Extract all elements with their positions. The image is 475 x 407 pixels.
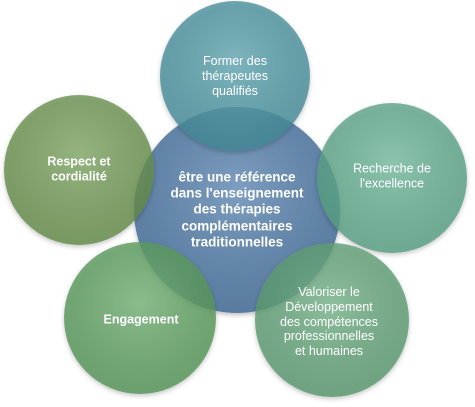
petal-label-top: Former des thérapeutes qualifiés [201,53,269,98]
petal-circle-bottom-left-shade [64,242,216,394]
petal-label-bottom-left: Engagement [103,312,179,327]
petal-label-bottom-right: Valoriser le Développement des compétenc… [280,285,378,359]
petal-circle-right-shade [317,103,467,253]
petal-label-right: Recherche de l'excellence [353,161,431,190]
center-label: être une référence dans l'enseignement d… [170,169,304,250]
petal-label-left: Respect et cordialité [47,154,111,183]
petal-circle-bottom-right-shade [255,243,409,397]
petal-circle-left-shade [4,95,154,245]
petal-circle-top-shade [160,1,310,151]
